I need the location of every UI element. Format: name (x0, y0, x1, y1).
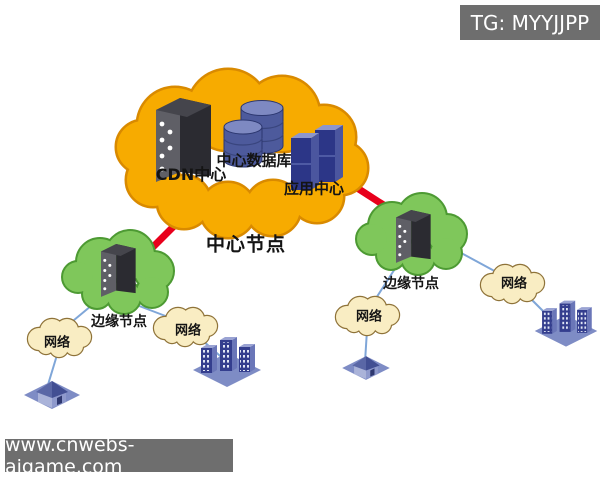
edge-server-right-icon (396, 210, 431, 263)
app-center-label: 应用中心 (283, 179, 345, 198)
network-label-1: 网络 (43, 335, 71, 351)
edge-node-right-label: 边缘节点 (383, 276, 439, 292)
house-icon-left (24, 381, 80, 409)
edge-server-left-icon (101, 244, 136, 297)
network-label-2: 网络 (174, 323, 202, 339)
network-label-3: 网络 (355, 309, 383, 325)
database-icon (223, 100, 284, 168)
cdn-center-label: CDN中心 (155, 165, 227, 184)
website-watermark: www.cnwebs-aigame.com (5, 434, 233, 478)
network-label-4: 网络 (500, 276, 528, 292)
central-node-label: 中心节点 (205, 233, 287, 256)
house-icon-right (342, 356, 390, 380)
edge-node-left-label: 边缘节点 (91, 314, 147, 330)
city-buildings-icon-right (534, 300, 598, 347)
link-net1-house1 (46, 354, 58, 389)
telegram-badge: TG: MYYJJPP (460, 5, 600, 40)
central-database-label: 中心数据库 (216, 151, 292, 170)
app-server-icon (291, 125, 343, 190)
